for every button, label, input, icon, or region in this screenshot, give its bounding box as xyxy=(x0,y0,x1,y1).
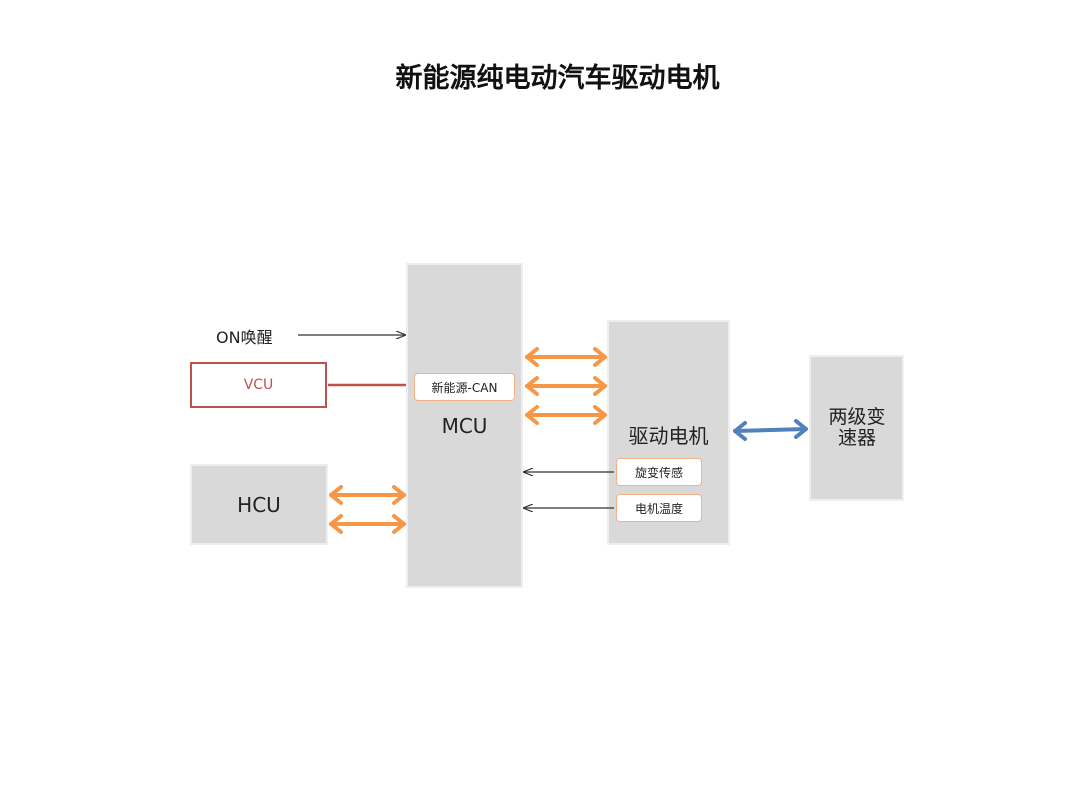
can-bus-arrow-2 xyxy=(525,376,607,396)
mcu-label: MCU xyxy=(441,414,488,438)
gearbox-box xyxy=(809,355,904,501)
motor-temp-tag: 电机温度 xyxy=(616,494,702,522)
hcu-label: HCU xyxy=(237,493,281,517)
hcu-box xyxy=(190,464,328,545)
diagram-title: 新能源纯电动汽车驱动电机 xyxy=(395,63,720,94)
vcu-box: VCU xyxy=(190,362,327,408)
can-tag: 新能源-CAN xyxy=(414,373,515,401)
resolver-tag: 旋变传感 xyxy=(616,458,702,486)
mcu-box xyxy=(406,263,523,588)
hcu-mcu-arrow-1 xyxy=(329,485,406,505)
motor-label: 驱动电机 xyxy=(628,424,709,448)
on-wake-label: ON唤醒 xyxy=(216,328,273,347)
can-bus-arrow-1 xyxy=(525,347,607,367)
hcu-mcu-arrow-2 xyxy=(329,514,406,534)
gearbox-label: 两级变速器 xyxy=(828,406,886,449)
can-bus-arrow-3 xyxy=(525,405,607,425)
motor-gearbox-arrow xyxy=(733,419,808,441)
